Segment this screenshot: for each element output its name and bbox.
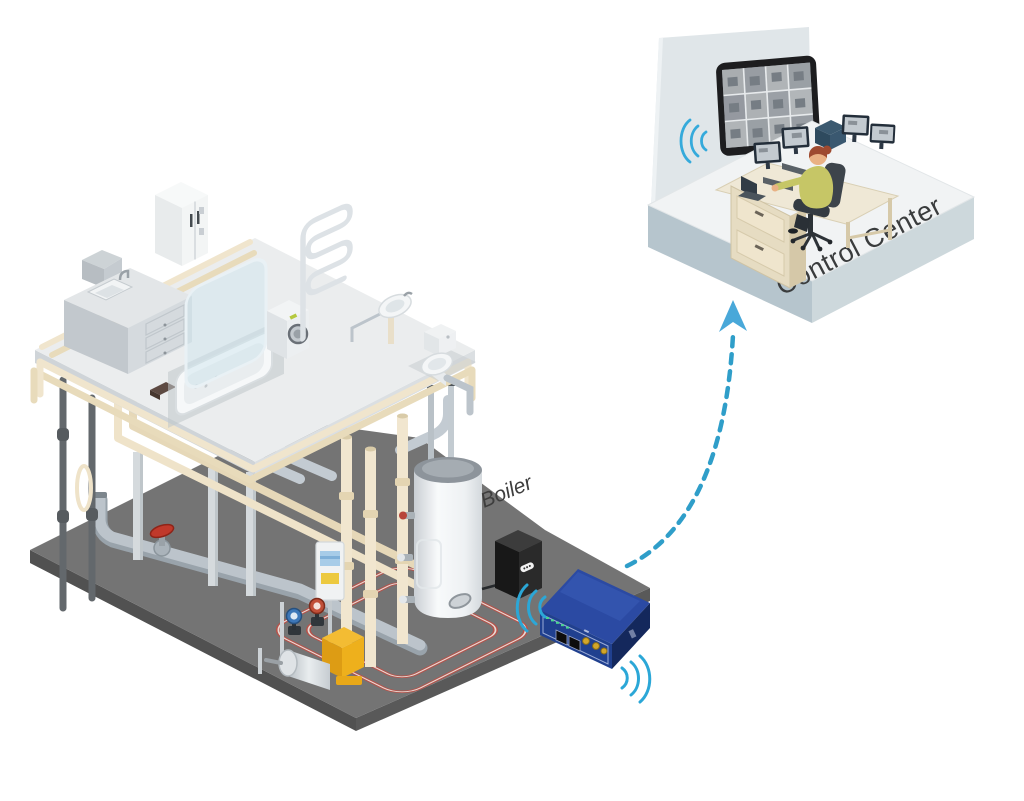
support-columns	[133, 452, 256, 596]
pump-group	[258, 597, 364, 690]
counter-top	[64, 268, 192, 328]
smart-meter	[495, 530, 542, 599]
water-main-pipe	[92, 492, 428, 656]
sink-faucet	[403, 291, 413, 297]
valve-wheel	[149, 523, 175, 539]
wifi-signal-icon	[620, 654, 652, 704]
router-leds	[546, 617, 569, 629]
wifi-signal-icon	[515, 583, 547, 633]
desk-drawer	[736, 195, 785, 243]
pressure-gauge-red	[308, 597, 326, 620]
operator-person	[771, 145, 834, 234]
desk-drawer	[736, 229, 785, 277]
kitchen-counter	[64, 250, 192, 374]
boiler-hatch	[448, 593, 472, 609]
bathroom-sink	[350, 291, 413, 344]
basement-edge-left	[30, 550, 356, 731]
pc-tower	[815, 120, 846, 135]
operator-shirt	[799, 166, 834, 209]
control-panel	[315, 541, 345, 651]
ethernet-port	[555, 629, 568, 646]
platform-side-right	[812, 197, 974, 323]
panel-label	[321, 573, 339, 584]
operator-arm	[773, 175, 810, 191]
video-wall-tiles	[722, 62, 815, 148]
pressure-gauge-blue	[285, 607, 303, 630]
desk-equipment	[738, 114, 896, 201]
wifi-signal-icon	[679, 118, 708, 164]
uplink-dashed-arrow-icon	[624, 300, 747, 569]
video-wall-icon	[716, 55, 821, 156]
boiler-ports	[397, 511, 415, 604]
arrow-head	[719, 300, 747, 332]
riser-pipes	[339, 413, 410, 667]
pump-motor	[322, 627, 364, 648]
shower-glass-screen	[184, 258, 268, 389]
shutoff-valve	[149, 523, 175, 557]
desk-leg	[888, 198, 892, 240]
toilet	[408, 324, 476, 416]
operator-hair	[809, 146, 827, 158]
towel-radiator	[300, 203, 353, 342]
desk-monitors	[753, 114, 896, 170]
upper-floor	[30, 182, 476, 484]
platform-side-left	[648, 205, 812, 323]
control-center-room: Control Center	[646, 27, 976, 323]
wall-edge-highlight	[651, 38, 663, 206]
pump-body	[288, 650, 330, 690]
antenna-connector	[582, 637, 590, 645]
ethernet-port	[568, 635, 581, 652]
refrigerator	[155, 182, 208, 266]
cellular-router	[540, 569, 650, 669]
pipe-trap	[75, 464, 93, 512]
antenna-connector	[600, 647, 608, 655]
kitchen-faucet	[118, 269, 130, 281]
boiler-tank	[414, 470, 482, 618]
antenna-connector	[592, 642, 600, 650]
laptop	[741, 176, 757, 198]
